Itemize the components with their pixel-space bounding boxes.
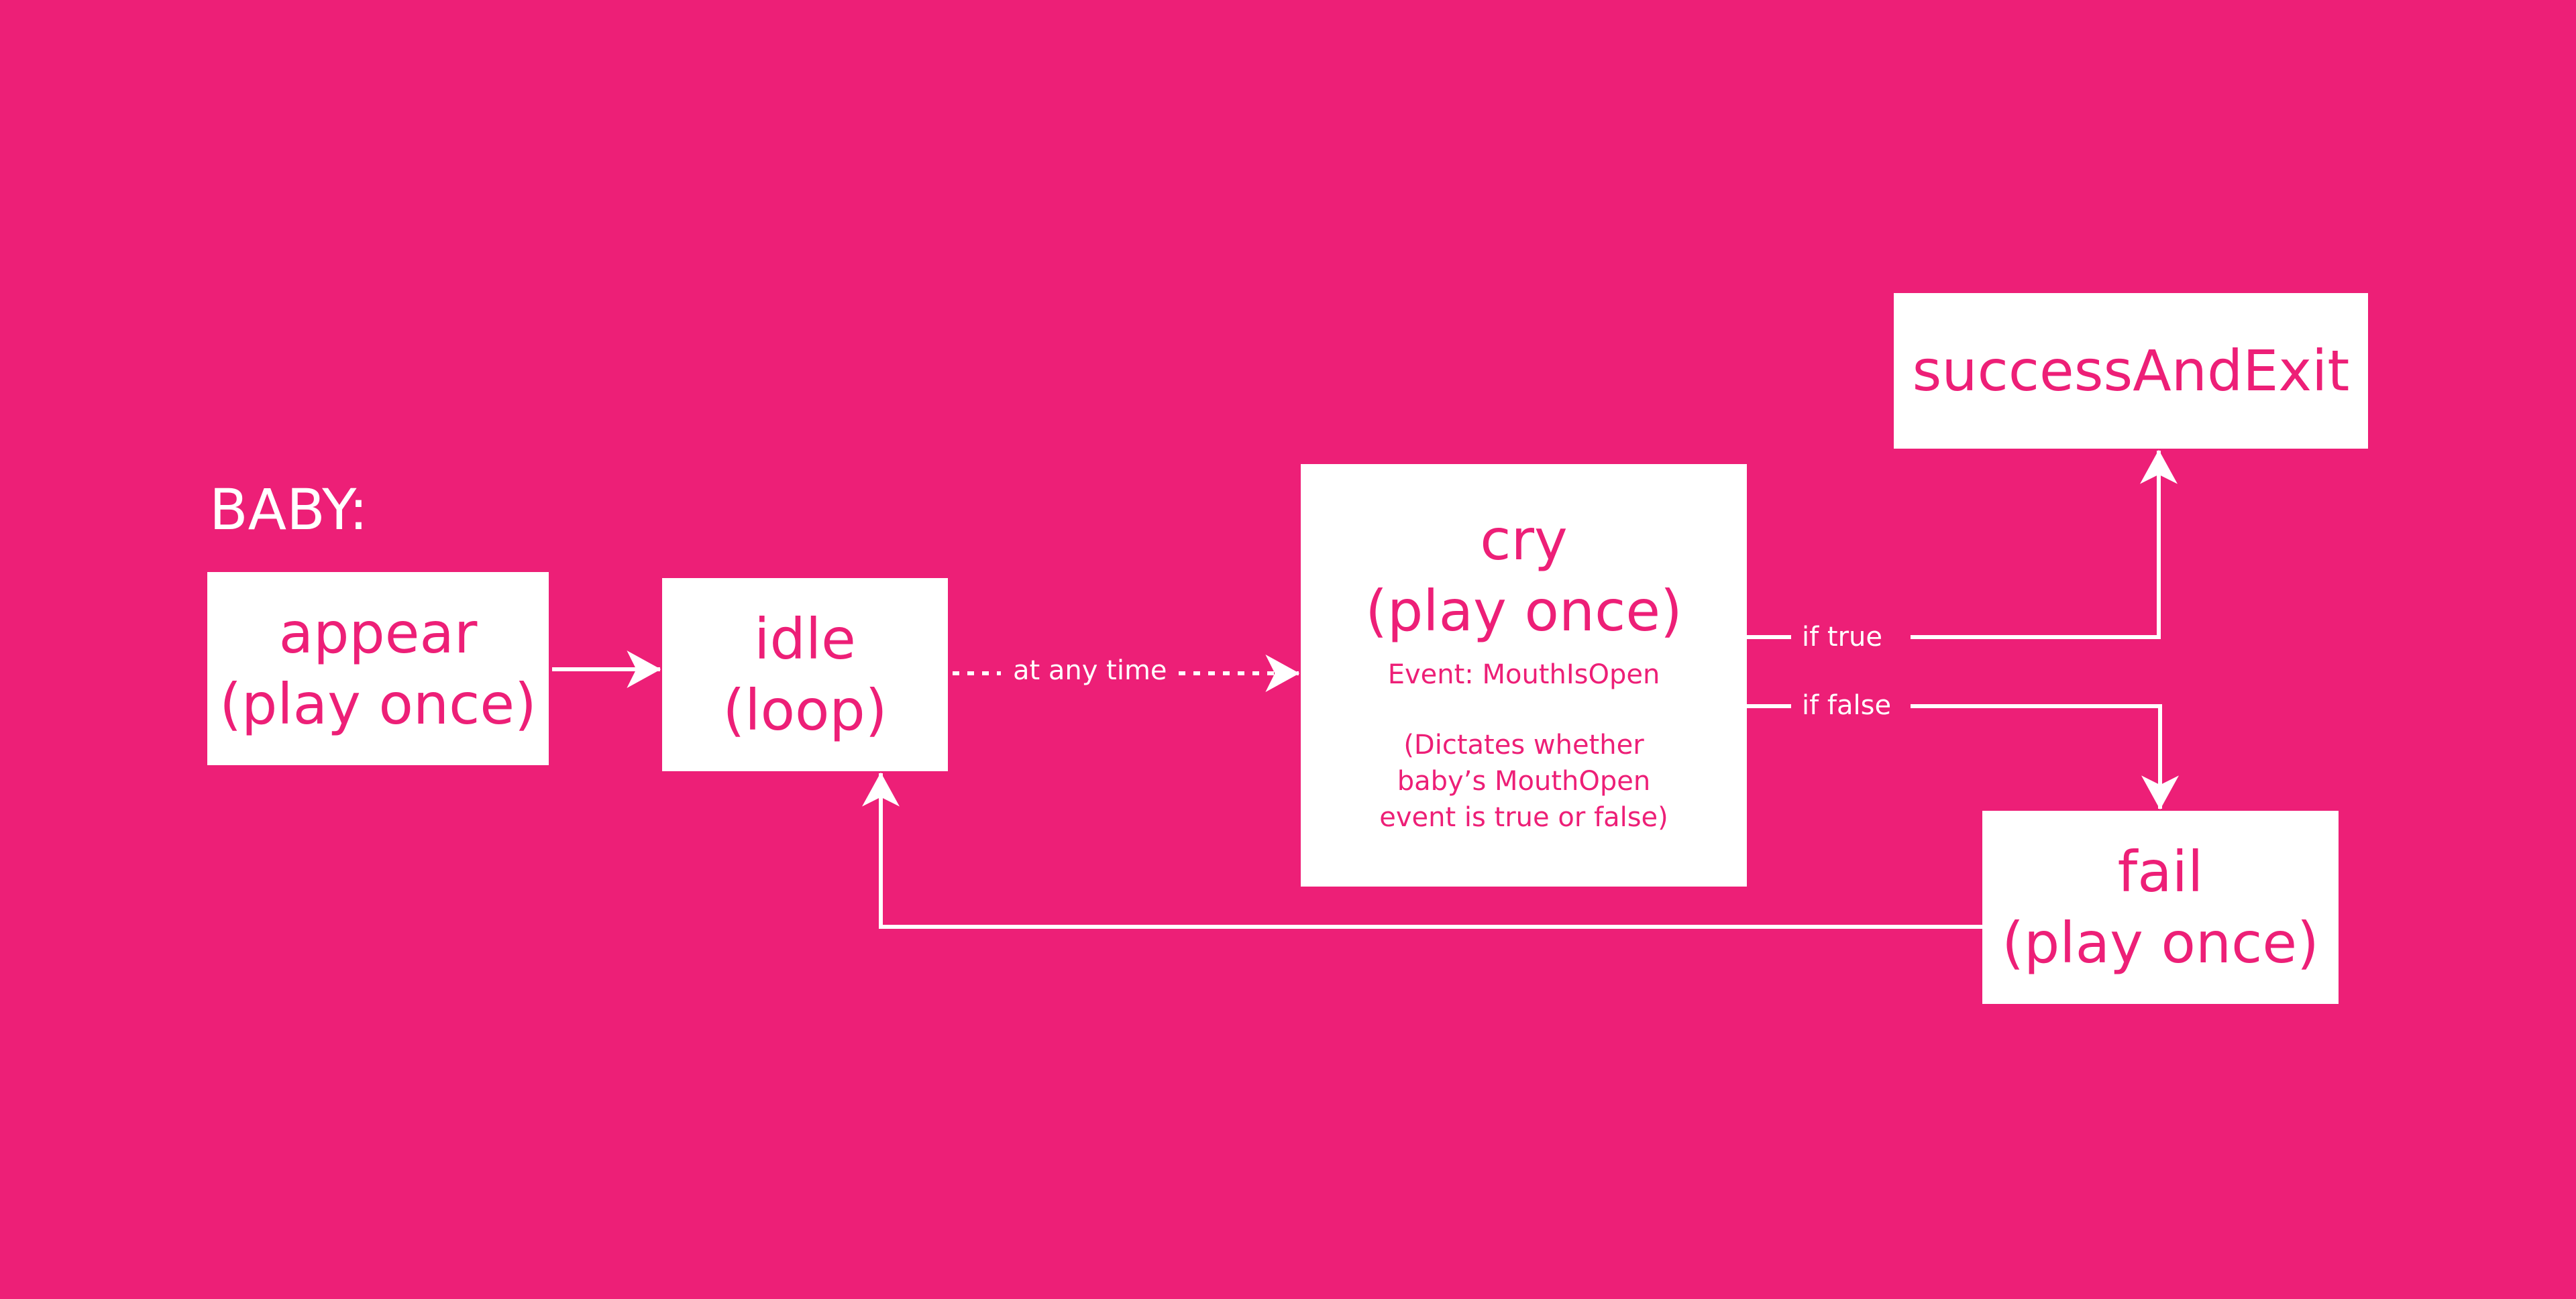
node-cry-note-line: event is true or false) xyxy=(1379,802,1668,833)
node-cry-note-line: (Dictates whether xyxy=(1403,730,1644,760)
node-cry: cry (play once) Event: MouthIsOpen (Dict… xyxy=(1301,464,1747,887)
node-success-title: successAndExit xyxy=(1912,338,2350,404)
edge-fail-to-idle xyxy=(862,772,1982,929)
node-appear: appear (play once) xyxy=(207,572,549,765)
node-idle-title: idle xyxy=(754,606,856,672)
node-fail-title: fail xyxy=(2117,839,2204,905)
node-fail-subtitle: (play once) xyxy=(2002,910,2319,976)
edge-label-if-true: if true xyxy=(1796,624,1888,651)
node-appear-subtitle: (play once) xyxy=(219,671,537,737)
node-success-and-exit: successAndExit xyxy=(1894,293,2368,449)
edge-label-if-false: if false xyxy=(1796,692,1897,719)
node-idle: idle (loop) xyxy=(662,578,948,771)
edge-cry-to-success xyxy=(1911,449,2178,639)
node-cry-title: cry xyxy=(1480,507,1568,573)
edge-label-at-any-time: at any time xyxy=(1008,657,1173,684)
node-appear-title: appear xyxy=(278,600,478,666)
node-idle-subtitle: (loop) xyxy=(722,677,888,743)
node-cry-subtitle: (play once) xyxy=(1365,578,1682,644)
edge-cry-to-fail xyxy=(1911,704,2179,810)
node-fail: fail (play once) xyxy=(1982,811,2339,1004)
diagram-heading: BABY: xyxy=(209,477,368,543)
node-cry-note-line: baby’s MouthOpen xyxy=(1397,766,1651,797)
node-cry-event: Event: MouthIsOpen xyxy=(1387,659,1660,690)
